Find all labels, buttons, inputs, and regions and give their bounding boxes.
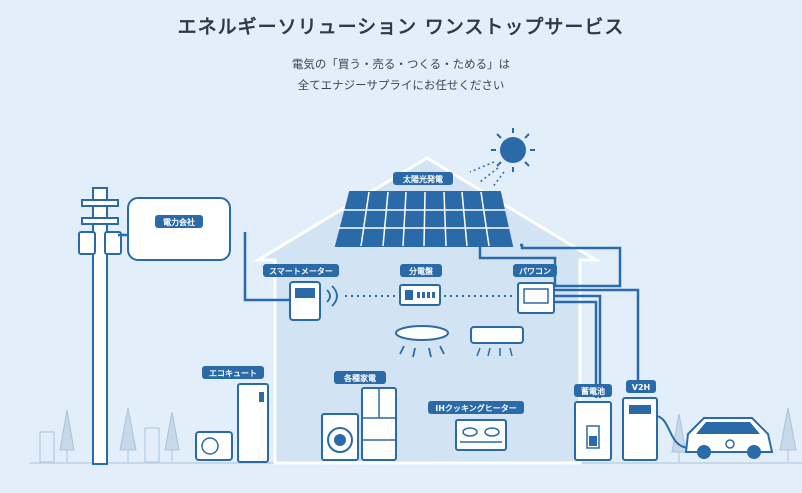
label-distribution-board: 分電盤 [400, 264, 442, 277]
utility-pole [78, 187, 122, 465]
page-title: エネルギーソリューション ワンストップサービス [177, 16, 625, 38]
eco-cute-icon [195, 383, 269, 463]
svg-text:パワコン: パワコン [519, 266, 551, 276]
svg-text:電力会社: 電力会社 [163, 217, 195, 227]
ceiling-light-icon [395, 325, 449, 358]
power-conditioner-icon [517, 282, 555, 314]
svg-text:IHクッキングヒーター: IHクッキングヒーター [435, 403, 516, 413]
label-battery: 蓄電池 [574, 384, 612, 397]
label-smart-meter: スマートメーター [263, 264, 339, 277]
washing-machine-icon [321, 413, 359, 461]
subtitle-line-2: 全てエナジーサプライにお任せください [297, 78, 505, 92]
label-ih-heater: IHクッキングヒーター [428, 401, 524, 414]
svg-text:V2H: V2H [632, 383, 650, 392]
battery-icon [574, 401, 612, 461]
solar-panel [334, 191, 514, 247]
label-v2h: V2H [626, 380, 656, 393]
label-solar: 太陽光発電 [393, 172, 453, 185]
svg-text:太陽光発電: 太陽光発電 [402, 174, 443, 184]
power-company-box: 電力会社 [127, 197, 231, 261]
air-conditioner-icon [470, 326, 524, 357]
ih-heater-icon [455, 419, 507, 451]
refrigerator-icon [361, 387, 397, 461]
svg-text:各種家電: 各種家電 [343, 373, 376, 383]
subtitle-line-1: 電気の「買う・売る・つくる・ためる」は [291, 57, 511, 71]
electric-car-icon [684, 417, 774, 459]
sun-icon [469, 128, 535, 189]
label-eco-cute: エコキュート [202, 366, 264, 379]
background-trees [39, 407, 797, 463]
svg-text:分電盤: 分電盤 [409, 266, 434, 276]
svg-text:スマートメーター: スマートメーター [269, 266, 333, 276]
v2h-icon [622, 397, 691, 461]
svg-text:蓄電池: 蓄電池 [581, 386, 605, 396]
distribution-board-icon [399, 284, 441, 306]
label-power-conditioner: パワコン [513, 264, 557, 277]
smart-meter-icon [289, 281, 338, 321]
svg-text:エコキュート: エコキュート [209, 369, 257, 378]
label-appliances: 各種家電 [334, 371, 386, 384]
